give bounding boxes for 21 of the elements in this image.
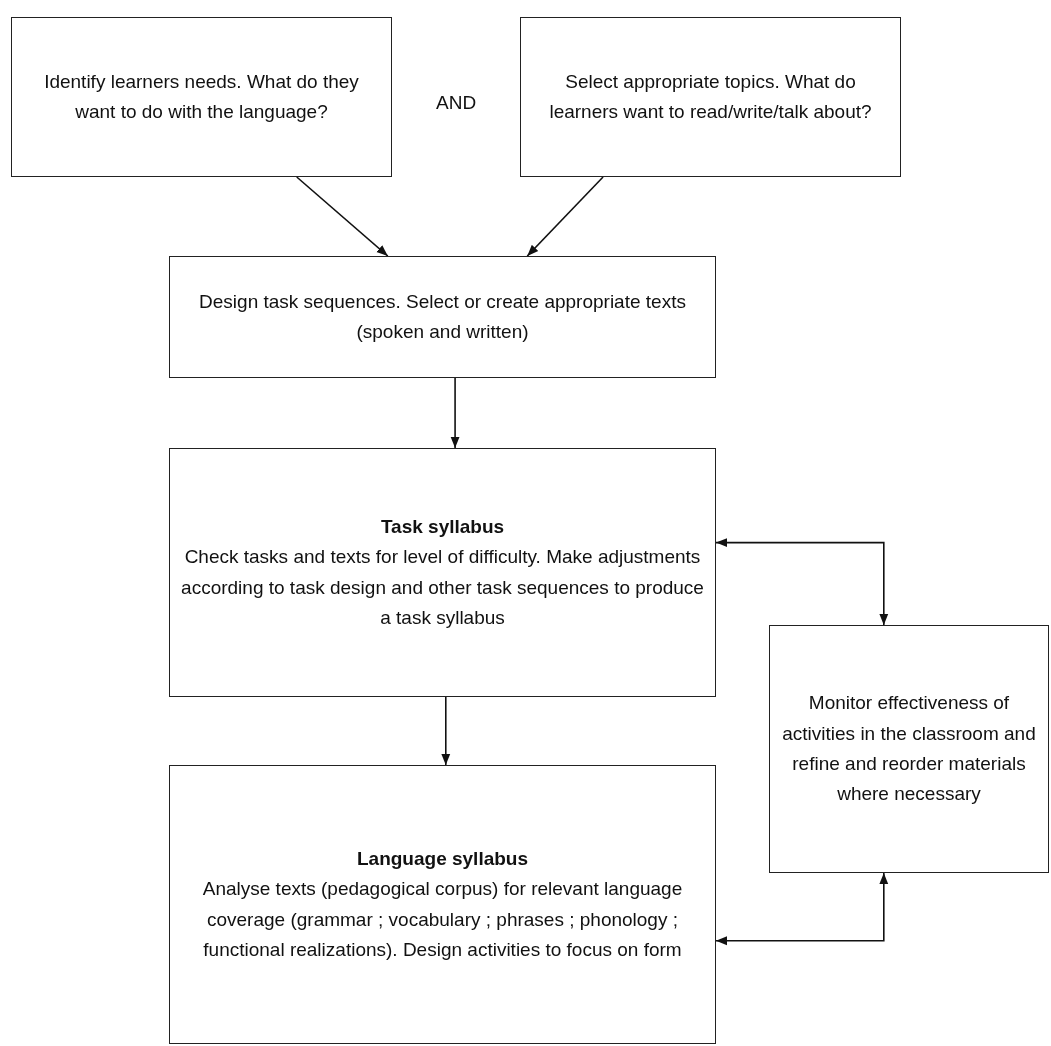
process-box [169,256,716,378]
process-box [769,625,1049,873]
box-text: Select appropriate topics. What do learners want to read/write/talk about? [548,69,873,124]
box-text: Identify learners needs. What do they want to do with the language? [43,69,360,124]
box-heading: Language syllabus [356,846,528,871]
box-heading: Task syllabus [380,514,505,539]
arrow [441,696,451,766]
arrow [450,377,460,449]
process-box [169,765,716,1044]
arrow [526,176,604,257]
process-box [169,448,716,697]
double-arrow [715,872,889,946]
box-text: Design task sequences. Select or create appropriate texts (spoken and written) [198,289,687,344]
process-box [11,17,392,177]
box-text: Check tasks and texts for level of difficulty. Make adjustments according to task design and other task sequences to produce a task syllabus [180,545,705,630]
double-arrow [715,538,889,626]
process-box [520,17,901,177]
connector-word: AND [436,92,477,114]
arrow [295,176,389,257]
box-text: Analyse texts (pedagogical corpus) for relevant language coverage (grammar ; vocabulary ; phrases ; phonology ; functional realizations). Design activities to focus on form [201,877,684,962]
box-text: Monitor effectiveness of activities in the classroom and refine and reorder materials where necessary [781,691,1037,807]
